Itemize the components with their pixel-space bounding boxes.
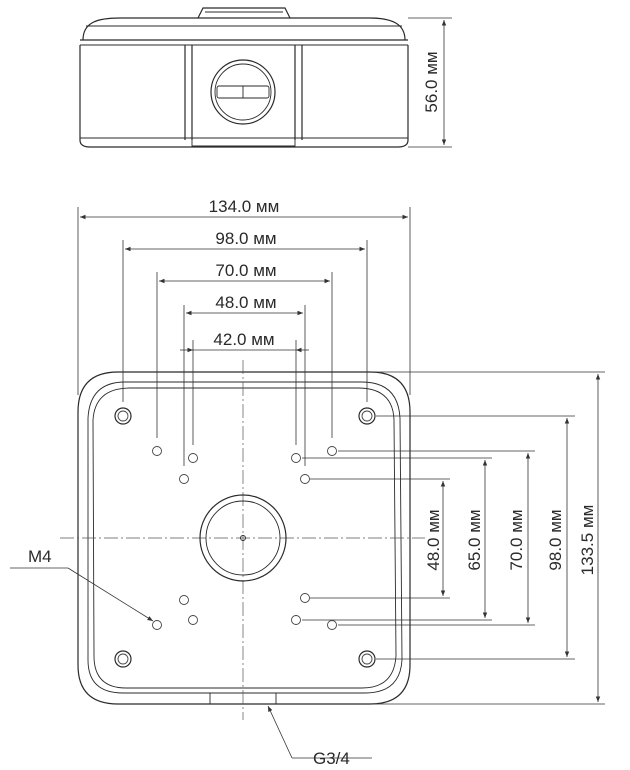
dim-label-48: 48.0 мм — [215, 293, 276, 312]
center-gland-outer — [199, 494, 287, 582]
callouts: M4 G3/4 — [10, 547, 372, 768]
dim-label-42: 42.0 мм — [213, 330, 274, 349]
side-view-gland — [210, 59, 276, 125]
bottom-tab — [209, 693, 277, 704]
thread-callout-label: G3/4 — [313, 749, 350, 768]
inner-plate — [87, 381, 403, 694]
dim-label-98: 98.0 мм — [215, 229, 276, 248]
vdim-label-70: 70.0 мм — [507, 509, 526, 570]
corner-holes — [114, 407, 376, 668]
dim-label-70: 70.0 мм — [215, 261, 276, 280]
side-view-dome — [82, 17, 406, 41]
side-view: 56.0 мм — [79, 7, 452, 148]
side-view-body — [79, 45, 409, 148]
dim-label-134: 134.0 мм — [209, 197, 280, 216]
vertical-dimensions: 48.0 мм 65.0 мм 70.0 мм 98.0 мм 133.5 мм — [302, 371, 605, 705]
top-view: 134.0 мм 98.0 мм 70.0 мм 48.0 мм 42.0 мм — [10, 197, 605, 768]
side-view-gland-housing — [184, 45, 303, 140]
side-height-label: 56.0 мм — [422, 51, 441, 112]
vdim-label-133-5: 133.5 мм — [578, 505, 597, 576]
vdim-label-65: 65.0 мм — [465, 509, 484, 570]
thread-callout-leader — [267, 705, 293, 759]
screw-callout-leader — [67, 567, 154, 622]
small-holes — [152, 446, 337, 630]
center-gland-inner — [205, 500, 281, 576]
vdim-label-48: 48.0 мм — [424, 509, 443, 570]
horizontal-dimensions: 134.0 мм 98.0 мм 70.0 мм 48.0 мм 42.0 мм — [77, 197, 411, 466]
vdim-label-98: 98.0 мм — [546, 509, 565, 570]
screw-callout-label: M4 — [28, 547, 52, 566]
side-view-top-cap — [197, 7, 291, 19]
